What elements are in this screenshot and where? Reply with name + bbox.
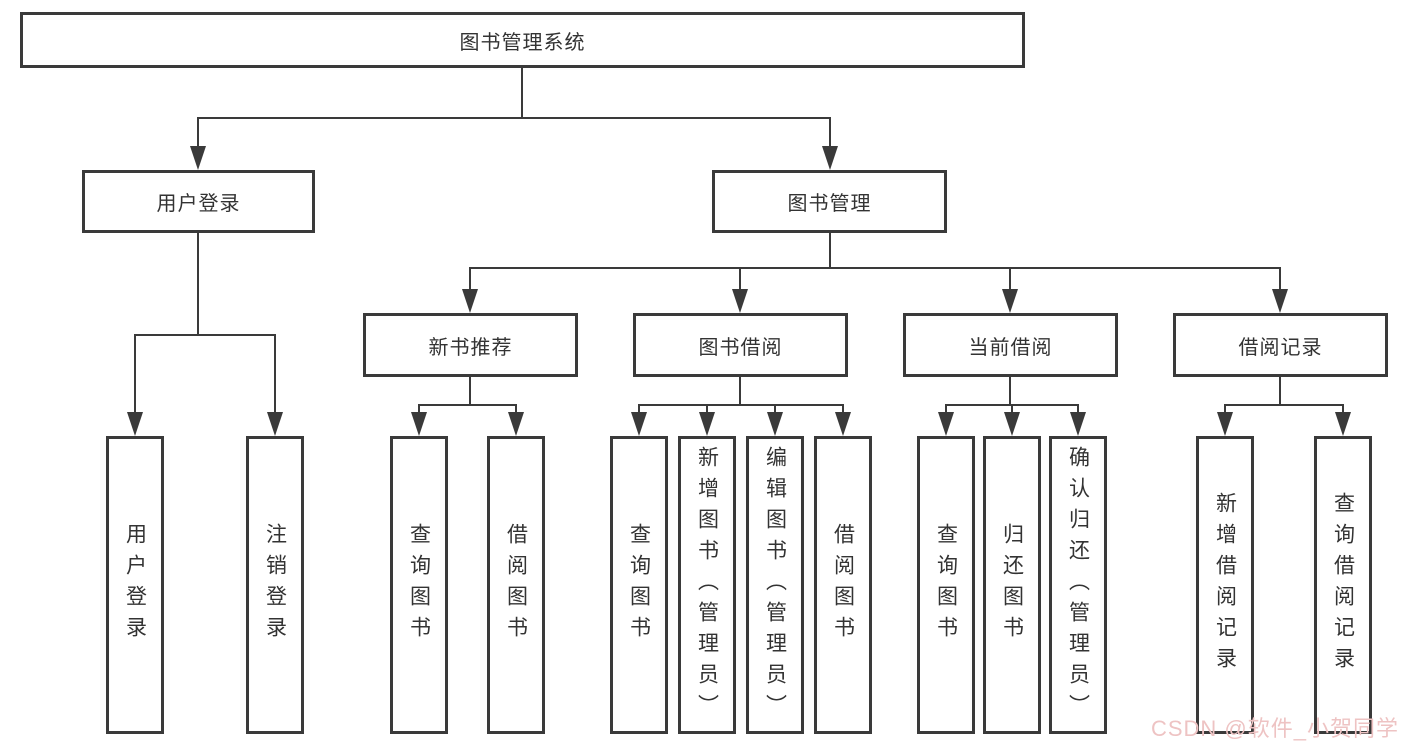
leaf-return-book: 归还图书 bbox=[983, 436, 1041, 734]
arrow-down-icon bbox=[411, 412, 427, 436]
connector-drop bbox=[1009, 377, 1011, 406]
connector-stub bbox=[1077, 404, 1079, 416]
connector-stub bbox=[1279, 267, 1281, 293]
leaf-label: 借阅图书 bbox=[504, 523, 528, 647]
leaf-query-borrow-record: 查询借阅记录 bbox=[1314, 436, 1372, 734]
leaf-label: 归还图书 bbox=[1000, 523, 1024, 647]
arrow-down-icon bbox=[732, 289, 748, 313]
arrow-down-icon bbox=[1002, 289, 1018, 313]
connector-user-login-bus bbox=[134, 334, 276, 336]
connector-stub bbox=[469, 267, 471, 293]
arrow-down-icon bbox=[1272, 289, 1288, 313]
leaf-edit-book-admin: 编辑图书（管理员） bbox=[746, 436, 804, 734]
connector-stub bbox=[829, 117, 831, 150]
leaf-user-login: 用户登录 bbox=[106, 436, 164, 734]
connector-stub bbox=[418, 404, 420, 416]
arrow-down-icon bbox=[767, 412, 783, 436]
arrow-down-icon bbox=[699, 412, 715, 436]
node-new-book-recommend: 新书推荐 bbox=[363, 313, 578, 377]
watermark: CSDN @软件_小贺同学 bbox=[1150, 716, 1399, 741]
arrow-down-icon bbox=[127, 412, 143, 436]
leaf-add-borrow-record: 新增借阅记录 bbox=[1196, 436, 1254, 734]
leaf-logout: 注销登录 bbox=[246, 436, 304, 734]
node-root: 图书管理系统 bbox=[20, 12, 1025, 68]
leaf-label: 用户登录 bbox=[123, 523, 147, 647]
connector-drop bbox=[1279, 377, 1281, 406]
connector-level1-bus bbox=[197, 117, 831, 119]
connector-stub bbox=[197, 117, 199, 150]
arrow-down-icon bbox=[822, 146, 838, 170]
connector-stub bbox=[945, 404, 947, 416]
arrow-down-icon bbox=[1335, 412, 1351, 436]
leaf-label: 查询图书 bbox=[627, 523, 651, 647]
node-book-management: 图书管理 bbox=[712, 170, 947, 233]
connector-stub bbox=[842, 404, 844, 416]
node-borrow-records: 借阅记录 bbox=[1173, 313, 1388, 377]
connector-bus bbox=[418, 404, 517, 406]
connector-level2-bus bbox=[469, 267, 1281, 269]
leaf-label: 借阅图书 bbox=[831, 523, 855, 647]
connector-stub bbox=[1011, 404, 1013, 416]
leaf-label: 注销登录 bbox=[263, 523, 287, 647]
connector-bus bbox=[1224, 404, 1344, 406]
arrow-down-icon bbox=[1070, 412, 1086, 436]
node-book-borrow-label: 图书借阅 bbox=[698, 336, 783, 359]
connector-bus bbox=[638, 404, 844, 406]
connector-stub bbox=[739, 267, 741, 293]
node-book-management-label: 图书管理 bbox=[787, 193, 872, 215]
connector-drop bbox=[739, 377, 741, 406]
node-root-label: 图书管理系统 bbox=[459, 31, 586, 54]
connector-stub bbox=[638, 404, 640, 416]
arrow-down-icon bbox=[190, 146, 206, 170]
connector-root-drop bbox=[521, 68, 523, 118]
leaf-borrow-book-2: 借阅图书 bbox=[814, 436, 872, 734]
leaf-label: 确认归还（管理员） bbox=[1066, 445, 1090, 725]
arrow-down-icon bbox=[835, 412, 851, 436]
leaf-borrow-book-1: 借阅图书 bbox=[487, 436, 545, 734]
arrow-down-icon bbox=[462, 289, 478, 313]
connector-stub bbox=[274, 334, 276, 416]
leaf-label: 查询图书 bbox=[934, 523, 958, 647]
connector-stub bbox=[1342, 404, 1344, 416]
node-new-book-recommend-label: 新书推荐 bbox=[428, 336, 513, 359]
connector-stub bbox=[515, 404, 517, 416]
leaf-add-book-admin: 新增图书（管理员） bbox=[678, 436, 736, 734]
leaf-label: 查询借阅记录 bbox=[1331, 492, 1355, 678]
leaf-label: 查询图书 bbox=[407, 523, 431, 647]
node-book-borrow: 图书借阅 bbox=[633, 313, 848, 377]
leaf-label: 新增借阅记录 bbox=[1213, 492, 1237, 678]
connector-drop bbox=[469, 377, 471, 406]
leaf-confirm-return-admin: 确认归还（管理员） bbox=[1049, 436, 1107, 734]
arrow-down-icon bbox=[267, 412, 283, 436]
arrow-down-icon bbox=[631, 412, 647, 436]
connector-stub bbox=[1009, 267, 1011, 293]
connector-stub bbox=[1224, 404, 1226, 416]
leaf-label: 新增图书（管理员） bbox=[695, 445, 719, 725]
node-borrow-records-label: 借阅记录 bbox=[1238, 336, 1323, 359]
node-current-borrow-label: 当前借阅 bbox=[968, 336, 1053, 359]
connector-stub bbox=[134, 334, 136, 416]
leaf-query-book-2: 查询图书 bbox=[610, 436, 668, 734]
arrow-down-icon bbox=[1217, 412, 1233, 436]
connector-book-mgmt-drop bbox=[829, 233, 831, 269]
arrow-down-icon bbox=[1004, 412, 1020, 436]
connector-user-login-drop bbox=[197, 233, 199, 336]
connector-stub bbox=[774, 404, 776, 416]
node-user-login-label: 用户登录 bbox=[156, 193, 241, 215]
leaf-label: 编辑图书（管理员） bbox=[763, 445, 787, 725]
arrow-down-icon bbox=[938, 412, 954, 436]
node-current-borrow: 当前借阅 bbox=[903, 313, 1118, 377]
node-user-login: 用户登录 bbox=[82, 170, 315, 233]
arrow-down-icon bbox=[508, 412, 524, 436]
leaf-query-book-1: 查询图书 bbox=[390, 436, 448, 734]
connector-stub bbox=[706, 404, 708, 416]
leaf-query-book-3: 查询图书 bbox=[917, 436, 975, 734]
